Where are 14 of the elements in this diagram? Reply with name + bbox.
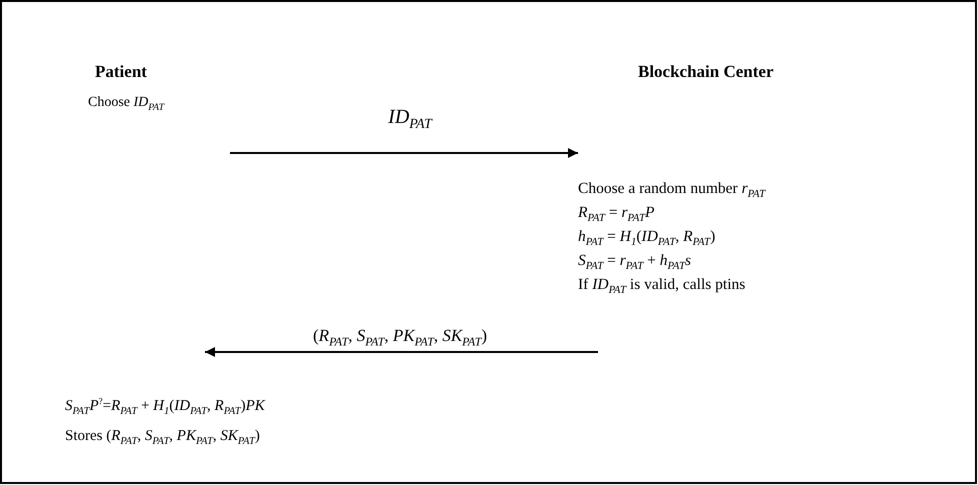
lane-heading: Blockchain Center: [638, 62, 818, 88]
arrow: [230, 148, 578, 158]
step-text: Choose a random number r$_{PAT}$: [578, 180, 766, 202]
message-label: ID$_{PAT}$: [388, 106, 432, 133]
message-label: (R$_{PAT}$, S$_{PAT}$, PK$_{PAT}$, SK$_{PAT}$): [313, 326, 487, 350]
lane-heading: Patient: [95, 62, 185, 88]
step-text: Choose ID$_{PAT}$: [88, 95, 230, 153]
condition-text: If ID$_{PAT}$ is valid, calls ptins: [578, 276, 746, 298]
arrow: [205, 347, 598, 357]
verification-formula: S$_{PAT}$P$^{?}$=R$_{PAT}$ + H$_{1}$(ID$_{PAT}$, R$_{PAT}$)PK: [65, 396, 265, 419]
formula-text: R$_{PAT}$ = r$_{PAT}$P: [578, 204, 654, 226]
storage-text: Stores (R$_{PAT}$, S$_{PAT}$, PK$_{PAT}$, SK$_{PAT}$): [65, 428, 260, 449]
formula-text: S$_{PAT}$ = r$_{PAT}$ + h$_{PAT}$s: [578, 252, 692, 274]
formula-text: h$_{PAT}$ = H$_{1}$(ID$_{PAT}$, R$_{PAT}$): [578, 228, 716, 250]
